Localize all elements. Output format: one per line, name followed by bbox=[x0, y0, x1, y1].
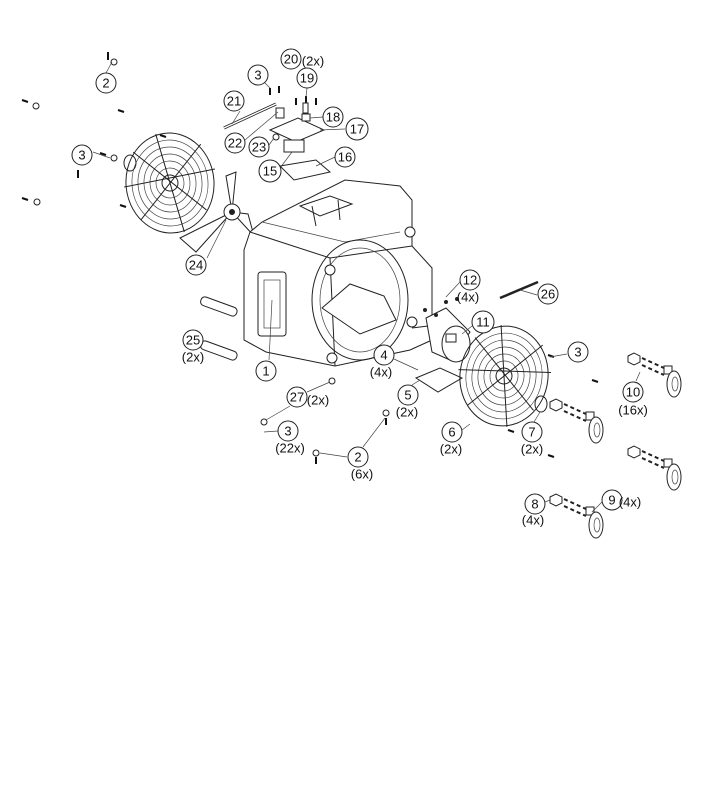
svg-text:17: 17 bbox=[350, 122, 364, 137]
o-ring-right bbox=[534, 395, 548, 413]
svg-text:24: 24 bbox=[189, 258, 203, 273]
svg-text:21: 21 bbox=[227, 94, 241, 109]
svg-text:12: 12 bbox=[463, 273, 477, 288]
callout-9: 9 (4x) bbox=[601, 489, 641, 511]
svg-text:20: 20 bbox=[284, 52, 298, 67]
svg-text:15: 15 bbox=[263, 164, 277, 179]
callout-3-bottom: 3 (22x) bbox=[275, 420, 305, 456]
callout-3: 3 bbox=[247, 64, 269, 86]
svg-text:27: 27 bbox=[290, 390, 304, 405]
svg-text:5: 5 bbox=[404, 388, 411, 403]
svg-text:(2x): (2x) bbox=[302, 54, 324, 69]
svg-text:(2x): (2x) bbox=[396, 405, 418, 420]
callout-8: 8(4x) bbox=[522, 493, 546, 528]
caster-3 bbox=[627, 445, 682, 491]
filter-straps bbox=[200, 296, 238, 361]
callout-10: 10 (16x) bbox=[618, 381, 648, 418]
callout-26: 26 bbox=[537, 283, 559, 305]
svg-text:7: 7 bbox=[528, 425, 535, 440]
callout-22: 22 bbox=[224, 132, 246, 154]
caster-4 bbox=[549, 493, 604, 539]
svg-text:3: 3 bbox=[78, 148, 85, 163]
callout-15: 15 bbox=[258, 159, 282, 183]
svg-text:(16x): (16x) bbox=[618, 403, 648, 418]
svg-text:(6x): (6x) bbox=[351, 467, 373, 482]
svg-text:1: 1 bbox=[262, 364, 269, 379]
svg-text:23: 23 bbox=[252, 140, 266, 155]
callout-20: 20 (2x) bbox=[280, 48, 324, 70]
fan-blade bbox=[179, 171, 255, 253]
callout-1: 1 bbox=[255, 360, 277, 382]
svg-text:3: 3 bbox=[284, 424, 291, 439]
svg-text:(4x): (4x) bbox=[370, 365, 392, 380]
callout-21: 21 bbox=[223, 90, 245, 112]
svg-text:26: 26 bbox=[541, 287, 555, 302]
screws-left bbox=[21, 52, 167, 208]
svg-text:10: 10 bbox=[626, 385, 640, 400]
svg-text:25: 25 bbox=[186, 333, 200, 348]
callout-3-right: 3 bbox=[567, 341, 589, 363]
callout-17: 17 bbox=[345, 117, 369, 141]
o-ring-left bbox=[123, 154, 137, 172]
callout-27: 27(2x) bbox=[286, 386, 329, 408]
svg-text:(4x): (4x) bbox=[457, 290, 479, 305]
callout-24: 24 bbox=[185, 254, 207, 276]
callout-23: 23 bbox=[248, 136, 270, 158]
callout-25: 25 (2x) bbox=[182, 329, 204, 365]
callout-18: 18 bbox=[322, 106, 344, 128]
callout-16: 16 bbox=[334, 146, 356, 168]
callout-7: 7 (2x) bbox=[521, 421, 543, 457]
caster-2 bbox=[549, 398, 604, 444]
svg-text:(4x): (4x) bbox=[522, 513, 544, 528]
svg-text:16: 16 bbox=[338, 150, 352, 165]
svg-text:9: 9 bbox=[608, 493, 615, 508]
callout-11: 11 bbox=[471, 310, 495, 334]
svg-text:11: 11 bbox=[476, 315, 490, 330]
screws-motor bbox=[423, 297, 459, 317]
callout-6: 6 (2x) bbox=[440, 421, 463, 457]
left-fan-guard bbox=[119, 128, 221, 238]
motor bbox=[411, 307, 471, 363]
svg-text:(2x): (2x) bbox=[307, 393, 329, 408]
svg-text:(2x): (2x) bbox=[182, 350, 204, 365]
svg-text:19: 19 bbox=[300, 71, 314, 86]
callout-19: 19 bbox=[296, 67, 318, 89]
blower-housing bbox=[243, 159, 433, 367]
motor-bracket bbox=[414, 367, 464, 393]
svg-text:(22x): (22x) bbox=[275, 441, 305, 456]
callout-2-bottom: 2 (6x) bbox=[347, 446, 373, 482]
svg-text:4: 4 bbox=[380, 348, 387, 363]
cord-wrap bbox=[499, 280, 539, 300]
svg-text:(4x): (4x) bbox=[619, 495, 641, 510]
svg-text:18: 18 bbox=[326, 110, 340, 125]
callout-3-left: 3 bbox=[71, 144, 93, 166]
svg-text:2: 2 bbox=[102, 76, 109, 91]
callout-5: 5 (2x) bbox=[396, 384, 419, 420]
callout-2: 2 bbox=[95, 72, 117, 94]
screws-right bbox=[260, 354, 599, 464]
svg-text:3: 3 bbox=[574, 345, 581, 360]
svg-text:8: 8 bbox=[531, 497, 538, 512]
callout-12: 12 (4x) bbox=[457, 269, 481, 305]
svg-text:(2x): (2x) bbox=[440, 442, 462, 457]
callout-4: 4 (4x) bbox=[370, 344, 395, 380]
svg-text:(2x): (2x) bbox=[521, 442, 543, 457]
svg-text:22: 22 bbox=[228, 136, 242, 151]
svg-text:3: 3 bbox=[254, 68, 261, 83]
svg-text:2: 2 bbox=[354, 450, 361, 465]
leader-lines bbox=[92, 61, 641, 513]
svg-text:6: 6 bbox=[448, 425, 455, 440]
